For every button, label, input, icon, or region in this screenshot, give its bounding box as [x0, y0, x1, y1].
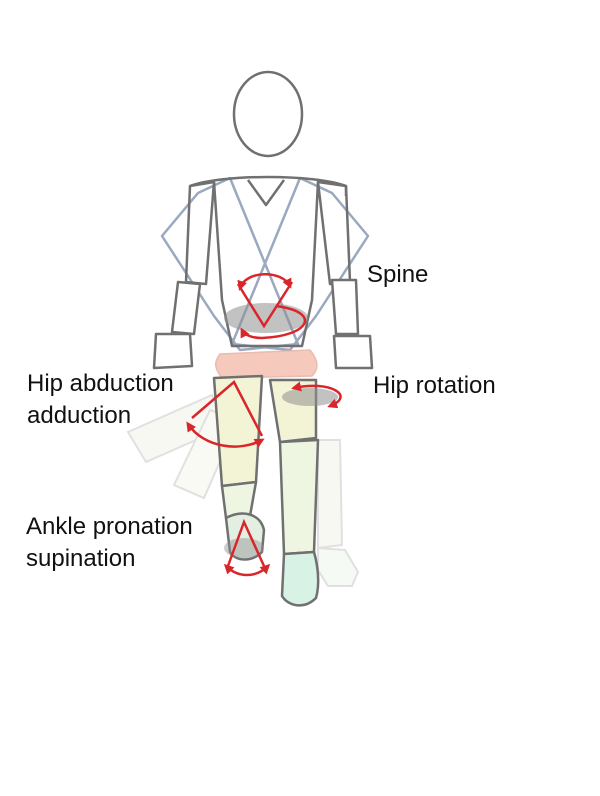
- label-hip-rotation: Hip rotation: [373, 372, 496, 399]
- ankle-arrows: [223, 518, 271, 577]
- hip-abduction-arrows: [186, 380, 265, 448]
- label-ankle-line2: supination: [26, 545, 136, 572]
- pelvis: [215, 349, 318, 379]
- ghost-right-leg: [317, 439, 360, 587]
- hip-rotation-disc: [282, 388, 338, 406]
- label-hip-abduction-line2: adduction: [27, 402, 132, 429]
- right-leg: [268, 378, 320, 607]
- label-ankle-line1: Ankle pronation: [26, 513, 193, 540]
- head: [232, 70, 304, 158]
- label-hip-abduction: Hip abduction adduction: [27, 368, 174, 432]
- arms: [152, 180, 374, 370]
- label-ankle: Ankle pronation supination: [26, 511, 193, 575]
- label-hip-abduction-line1: Hip abduction: [27, 370, 174, 397]
- label-spine: Spine: [367, 261, 429, 288]
- left-leg: [212, 374, 266, 561]
- hip-rotation-arrow: [291, 381, 342, 409]
- spine-arrows: [236, 273, 307, 340]
- spine-rotation-disc: [224, 303, 308, 333]
